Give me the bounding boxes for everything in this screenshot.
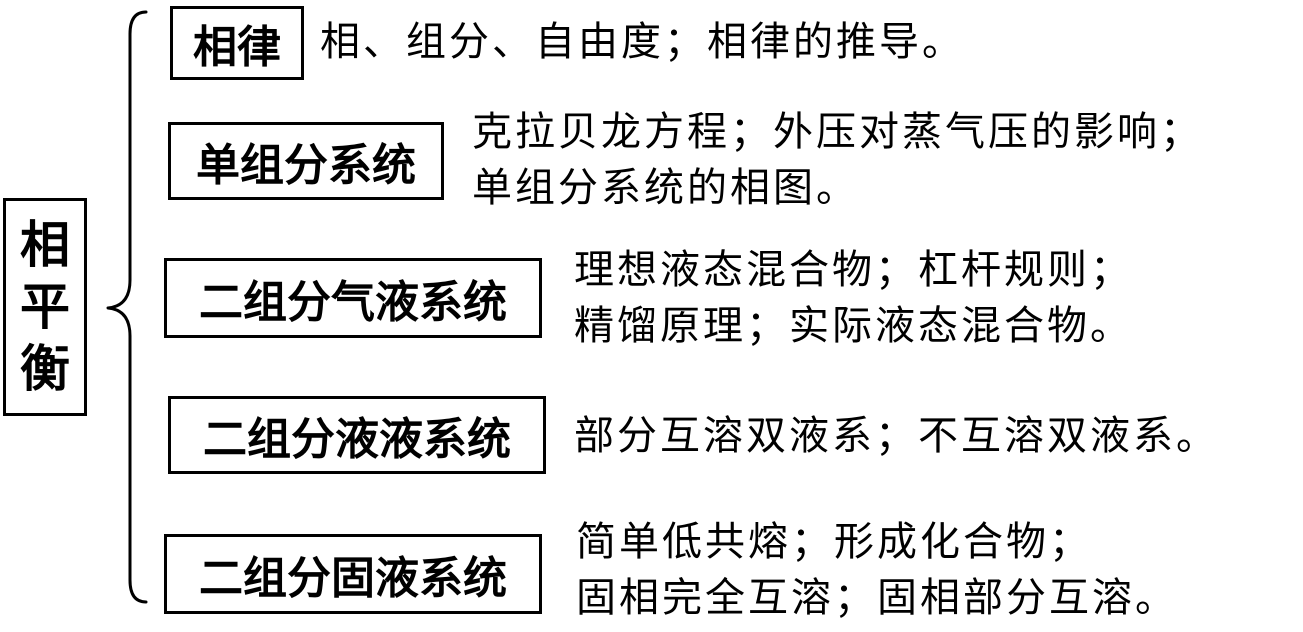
topic-label: 单组分系统 [196, 140, 416, 191]
topic-box-phase-rule: 相律 [170, 6, 304, 80]
root-node: 相平衡 [3, 198, 87, 416]
brace-connector [106, 10, 148, 604]
topic-description-two-component-liquid-liquid: 部分互溶双液系；不互溶双液系。 [574, 413, 1219, 459]
topic-box-two-component-gas-liquid: 二组分气液系统 [164, 258, 542, 338]
topic-box-two-component-liquid-liquid: 二组分液液系统 [168, 396, 546, 474]
topic-description-two-component-solid-liquid: 简单低共熔；形成化合物； 固相完全互溶；固相部分互溶。 [576, 519, 1178, 621]
topic-box-one-component-system: 单组分系统 [168, 122, 444, 200]
topic-label: 二组分气液系统 [199, 277, 507, 328]
topic-description-phase-rule: 相、组分、自由度；相律的推导。 [320, 19, 965, 65]
topic-box-two-component-solid-liquid: 二组分固液系统 [164, 534, 542, 614]
topic-description-two-component-gas-liquid: 理想液态混合物；杠杆规则； 精馏原理；实际液态混合物。 [574, 247, 1133, 349]
topic-label: 二组分固液系统 [199, 553, 507, 604]
topic-label: 二组分液液系统 [203, 414, 511, 465]
topic-description-one-component-system: 克拉贝龙方程；外压对蒸气压的影响； 单组分系统的相图。 [472, 109, 1203, 211]
topic-label: 相律 [193, 22, 281, 73]
root-label: 相平衡 [20, 216, 70, 398]
